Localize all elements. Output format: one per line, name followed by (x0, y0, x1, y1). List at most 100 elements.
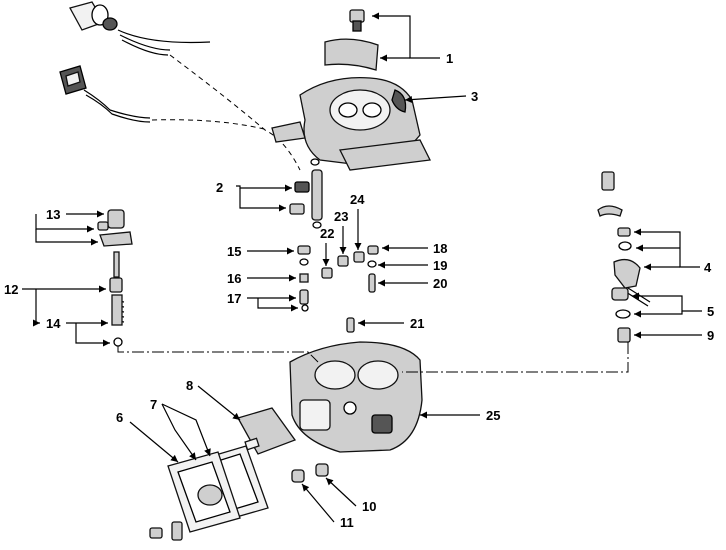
leader-line-2a (236, 185, 292, 189)
callout-24: 24 (350, 192, 365, 207)
small-parts-cluster (297, 245, 379, 333)
callout-20: 20 (433, 276, 447, 291)
arrowhead-4b (636, 244, 643, 252)
callout-10: 10 (362, 499, 376, 514)
callout-5: 5 (707, 304, 714, 319)
arrowhead-25 (420, 411, 427, 419)
arrowhead-5a (632, 292, 639, 300)
callout-9: 9 (707, 328, 714, 343)
arrowhead-16 (289, 274, 296, 282)
callout-23: 23 (334, 209, 348, 224)
screw-part-11 (291, 469, 305, 483)
leader-line-8 (197, 385, 241, 421)
pump-assembly-part-12 (97, 209, 133, 347)
gasket-part-6 (167, 451, 241, 533)
leader-line-7b (161, 403, 197, 461)
arrowhead-23 (339, 247, 347, 254)
arrowhead-8 (232, 412, 240, 420)
callout-7: 7 (150, 397, 157, 412)
callout-14: 14 (46, 316, 61, 331)
callout-17: 17 (227, 291, 241, 306)
callout-13: 13 (46, 207, 60, 222)
arrowhead-20 (378, 279, 385, 287)
leader-line-17b (257, 298, 298, 309)
leader-line-2b (239, 188, 286, 209)
arrowhead-17b (291, 304, 298, 312)
arrowhead-6 (170, 454, 178, 462)
arrowhead-2b (279, 204, 286, 212)
connector-plug (69, 1, 118, 31)
callout-4: 4 (704, 260, 712, 275)
callout-1: 1 (446, 51, 453, 66)
screws-bottom-left (149, 521, 183, 541)
arrowhead-12 (99, 285, 106, 293)
arrowhead-13c (91, 238, 98, 246)
throttle-body-part-25 (289, 341, 423, 453)
arrowhead-14a (101, 319, 108, 327)
arrowhead-7a (204, 448, 211, 456)
screw-part-10 (315, 463, 329, 477)
leader-line-1a (372, 15, 440, 59)
arrowhead-10 (326, 478, 334, 486)
arrowhead-13b (87, 225, 94, 233)
cover-part-8 (237, 407, 297, 455)
wire-bundle (117, 29, 211, 56)
arrowhead-19 (378, 261, 385, 269)
callout-18: 18 (433, 241, 447, 256)
callout-22: 22 (320, 226, 334, 241)
wire-routing-dashed (151, 54, 301, 171)
arrowhead-17a (289, 294, 296, 302)
callout-16: 16 (227, 271, 241, 286)
callout-6: 6 (116, 410, 123, 425)
arrowhead-7b (189, 452, 196, 460)
callout-12: 12 (4, 282, 18, 297)
connector-socket (59, 65, 87, 95)
arrowhead-21 (358, 319, 365, 327)
leader-line-5b (634, 311, 683, 315)
arrowhead-4a (634, 228, 641, 236)
jet-assembly-part-2 (289, 158, 323, 229)
assembly-centerlines (117, 342, 629, 373)
arrowhead-1a (372, 12, 379, 20)
leader-line-5a (632, 295, 702, 312)
callout-15: 15 (227, 244, 241, 259)
leader-lines (22, 12, 702, 523)
arrowhead-1b (380, 54, 387, 62)
leader-line-6 (129, 421, 179, 463)
leader-line-14b (35, 289, 40, 324)
callout-25: 25 (486, 408, 500, 423)
arrowhead-11 (302, 484, 310, 492)
callout-11: 11 (340, 515, 354, 530)
arrowhead-14b (33, 319, 40, 327)
throttle-lever-assembly-part-4 (597, 171, 651, 343)
arrowhead-5b (634, 310, 641, 318)
leader-line-7a (161, 403, 211, 457)
carburetor-top-cover-part-3 (271, 76, 431, 171)
arrowhead-18 (382, 244, 389, 252)
arrowhead-3 (405, 96, 413, 104)
leader-line-13c (35, 229, 98, 243)
air-horn-part-1 (324, 38, 379, 71)
leader-line-4a (634, 231, 700, 268)
arrowhead-24 (354, 243, 362, 250)
arrowhead-14c (103, 339, 110, 347)
callout-8: 8 (186, 378, 193, 393)
callout-2: 2 (216, 180, 223, 195)
leader-line-11 (301, 483, 335, 523)
callout-19: 19 (433, 258, 447, 273)
arrowhead-4c (644, 263, 651, 271)
callout-3: 3 (471, 89, 478, 104)
callout-labels: 1 2 3 4 5 6 7 8 9 10 11 12 13 14 15 16 1… (4, 51, 714, 530)
arrowhead-13a (97, 210, 104, 218)
arrowhead-2a (285, 184, 292, 192)
wire-lead (83, 89, 151, 123)
leader-line-13b (35, 214, 94, 230)
arrowhead-22 (322, 259, 330, 266)
leader-line-14c (75, 323, 110, 344)
leader-line-3 (404, 95, 467, 101)
screw-part-1 (349, 9, 365, 32)
callout-21: 21 (410, 316, 424, 331)
arrowhead-9 (634, 331, 641, 339)
arrowhead-15 (287, 247, 294, 255)
